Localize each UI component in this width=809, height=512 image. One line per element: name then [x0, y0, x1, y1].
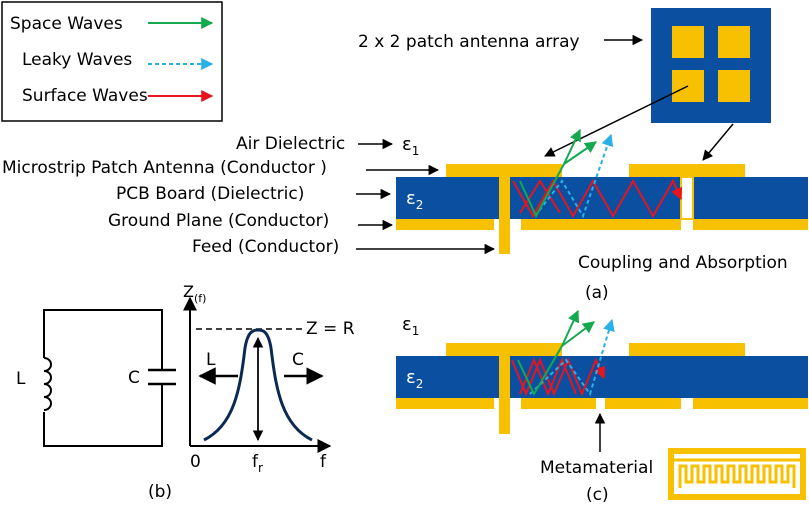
leaky-wave-c [529, 318, 615, 397]
origin-label: 0 [190, 452, 201, 472]
patch-conductor-left-c [446, 343, 562, 356]
ground-plane-mid-c [521, 398, 596, 409]
coupling-label: Coupling and Absorption [578, 253, 788, 273]
epsilon-2-label-c: ε2 [406, 367, 423, 391]
pcb-label: PCB Board (Dielectric) [116, 184, 304, 204]
patch-conductor-right-a [629, 164, 745, 177]
panel-c: ε1 ε2 Metamaterial (c) [396, 309, 808, 505]
legend: Space Waves Leaky Waves Surface Waves [1, 1, 223, 122]
ground-label: Ground Plane (Conductor) [108, 211, 329, 231]
ground-plane-right-c [693, 398, 808, 409]
array-substrate [651, 8, 771, 123]
surface-wave-c [511, 357, 606, 397]
surface-wave-a [512, 178, 683, 219]
capacitor-label: C [128, 368, 140, 388]
fr-label: fr [252, 452, 263, 475]
space-wave-a [519, 128, 581, 219]
array-patch-tr [718, 26, 750, 58]
metamaterial-label: Metamaterial [540, 458, 653, 478]
legend-box [1, 1, 223, 122]
epsilon-1-label-c: ε1 [402, 314, 419, 338]
legend-leaky-label: Leaky Waves [22, 50, 132, 70]
array-patch-br [718, 70, 750, 102]
legend-surface-label: Surface Waves [22, 86, 148, 106]
array-label: 2 x 2 patch antenna array [358, 32, 580, 52]
pcb-board-c [396, 356, 808, 398]
ground-plane-mid2-c [605, 398, 681, 409]
surface-wave-a-2 [519, 179, 561, 214]
epsilon-2-label-a: ε2 [406, 188, 423, 212]
array-pointer-left [544, 85, 689, 157]
space-wave-c-2 [561, 321, 595, 347]
f-label: f [320, 452, 327, 472]
patch-conductor-left-a [446, 164, 562, 177]
panel-a-label: (a) [585, 283, 609, 303]
array-patch-tl [672, 26, 704, 58]
left-l-label: L [206, 350, 216, 370]
leaky-wave-a [534, 133, 614, 219]
lc-circuit-wire [43, 309, 163, 447]
right-c-label: C [292, 350, 304, 370]
inductor-coil [43, 357, 52, 411]
panel-b-label: (b) [148, 482, 172, 502]
patch-array: 2 x 2 patch antenna array [358, 8, 771, 161]
feed-label: Feed (Conductor) [192, 237, 339, 257]
patch-label: Microstrip Patch Antenna (Conductor ) [2, 158, 327, 178]
ground-plane-left-c [396, 398, 494, 409]
surface-wave-c-2 [519, 357, 577, 397]
space-wave-a-2 [563, 141, 597, 165]
ground-plane-mid-a [521, 219, 681, 230]
space-wave-c [517, 309, 579, 397]
patch-conductor-right-c [629, 343, 745, 356]
z-axis-label: Z(f) [183, 282, 206, 305]
feed-conductor-c [499, 356, 510, 434]
impedance-curve [203, 328, 313, 442]
array-pointer-right [702, 123, 734, 161]
feed-conductor-a [499, 177, 510, 254]
pcb-gap-a [681, 177, 693, 219]
z-equals-r-label: Z = R [306, 319, 355, 339]
metamaterial-cell-icon [668, 448, 806, 500]
ground-plane-right-a [693, 219, 808, 230]
panel-c-label: (c) [586, 485, 609, 505]
inductor-label: L [16, 369, 26, 389]
air-dielectric-label: Air Dielectric [236, 134, 345, 154]
panel-a: Air Dielectric ε1 Microstrip Patch Anten… [2, 128, 808, 303]
epsilon-1-label-a: ε1 [402, 134, 419, 158]
legend-space-label: Space Waves [10, 14, 123, 34]
ground-plane-left-a [396, 219, 494, 230]
panel-b: L C Z(f) Z = R L C 0 fr f (b) [16, 282, 355, 502]
